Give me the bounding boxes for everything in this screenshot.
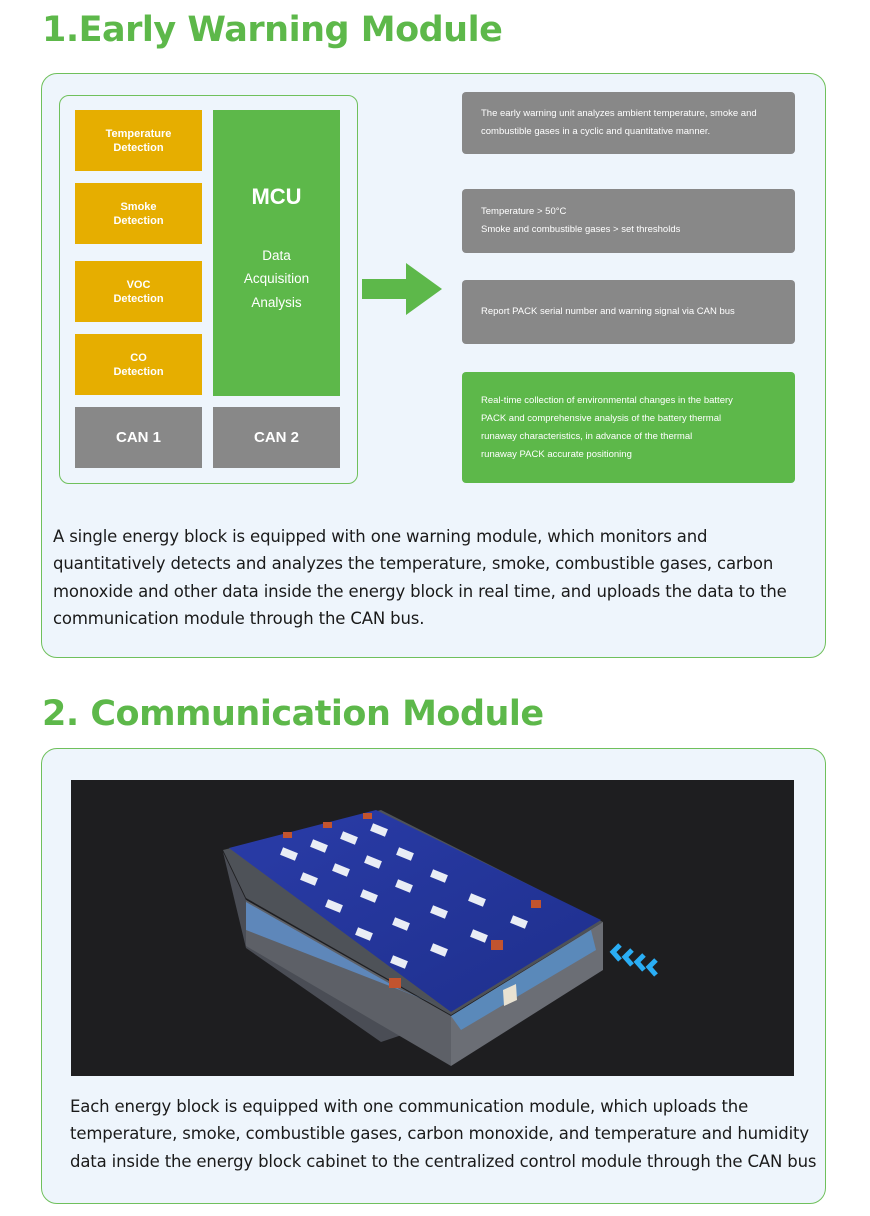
voc-detection-box: VOC Detection [75, 261, 202, 322]
communication-panel: Each energy block is equipped with one c… [41, 748, 826, 1204]
section2-description: Each energy block is equipped with one c… [70, 1097, 817, 1171]
section2-heading: 2. Communication Module [42, 694, 544, 734]
early-warning-panel: Temperature Detection Smoke Detection VO… [41, 73, 826, 658]
right-arrow-icon [362, 263, 442, 315]
info-card-report: Report PACK serial number and warning si… [462, 280, 795, 344]
info-card-thresholds: Temperature > 50°C Smoke and combustible… [462, 189, 795, 253]
smoke-detection-box: Smoke Detection [75, 183, 202, 244]
can1-box: CAN 1 [75, 407, 202, 468]
mcu-line-analysis: Analysis [251, 295, 302, 310]
info-card-realtime: Real-time collection of environmental ch… [462, 372, 795, 483]
temperature-detection-box: Temperature Detection [75, 110, 202, 171]
mcu-box: MCU Data Acquisition Analysis [213, 110, 340, 396]
section1-description: A single energy block is equipped with o… [53, 527, 787, 628]
mcu-title: MCU [251, 184, 302, 209]
mcu-line-acquisition: Acquisition [243, 271, 310, 286]
co-detection-box: CO Detection [75, 334, 202, 395]
info-card-analysis: The early warning unit analyzes ambient … [462, 92, 795, 154]
mcu-line-data: Data [262, 248, 291, 263]
section1-heading: 1.Early Warning Module [42, 10, 503, 50]
can2-box: CAN 2 [213, 407, 340, 468]
module-block-diagram: Temperature Detection Smoke Detection VO… [59, 95, 358, 484]
battery-pack-image [71, 780, 794, 1076]
